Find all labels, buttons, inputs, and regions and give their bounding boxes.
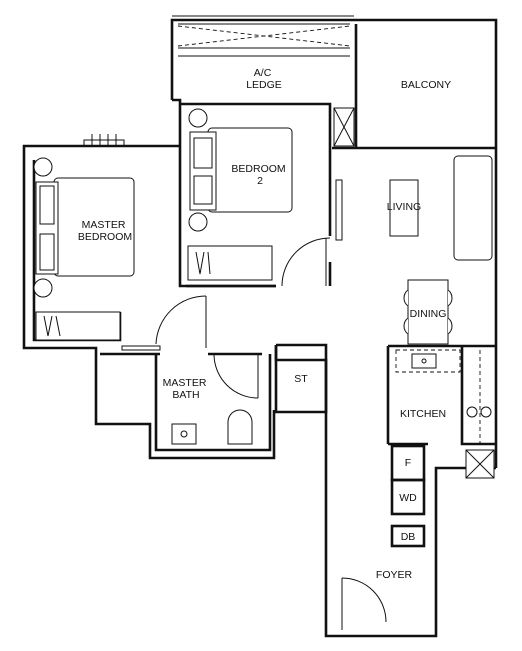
balcony-label: BALCONY <box>401 79 451 91</box>
kitchen-fixtures <box>395 349 495 479</box>
doors <box>121 237 387 630</box>
dining-label: DINING <box>410 308 447 320</box>
fridge-label: F <box>405 457 411 469</box>
store-label: ST <box>294 373 308 385</box>
top-window-hatch <box>172 15 354 57</box>
outer-walls <box>22 18 498 638</box>
dining-set <box>403 279 453 345</box>
kitchen-label: KITCHEN <box>400 408 446 420</box>
ac-ledge-label: A/C LEDGE <box>246 67 282 91</box>
washer-dryer-label: WD <box>399 492 417 504</box>
bedroom2-label: BEDROOM 2 <box>231 163 288 187</box>
living-label: LIVING <box>387 201 421 213</box>
master-bath-label: MASTER BATH <box>163 377 210 401</box>
master-bed <box>33 157 135 341</box>
db-label: DB <box>401 531 416 543</box>
bedroom2-bed <box>187 107 355 281</box>
bath-fixtures <box>171 409 253 445</box>
foyer-label: FOYER <box>376 569 413 581</box>
living-furniture <box>335 155 493 261</box>
master-bedroom-label: MASTER BEDROOM <box>78 219 132 243</box>
master-bedroom-window <box>83 134 125 147</box>
